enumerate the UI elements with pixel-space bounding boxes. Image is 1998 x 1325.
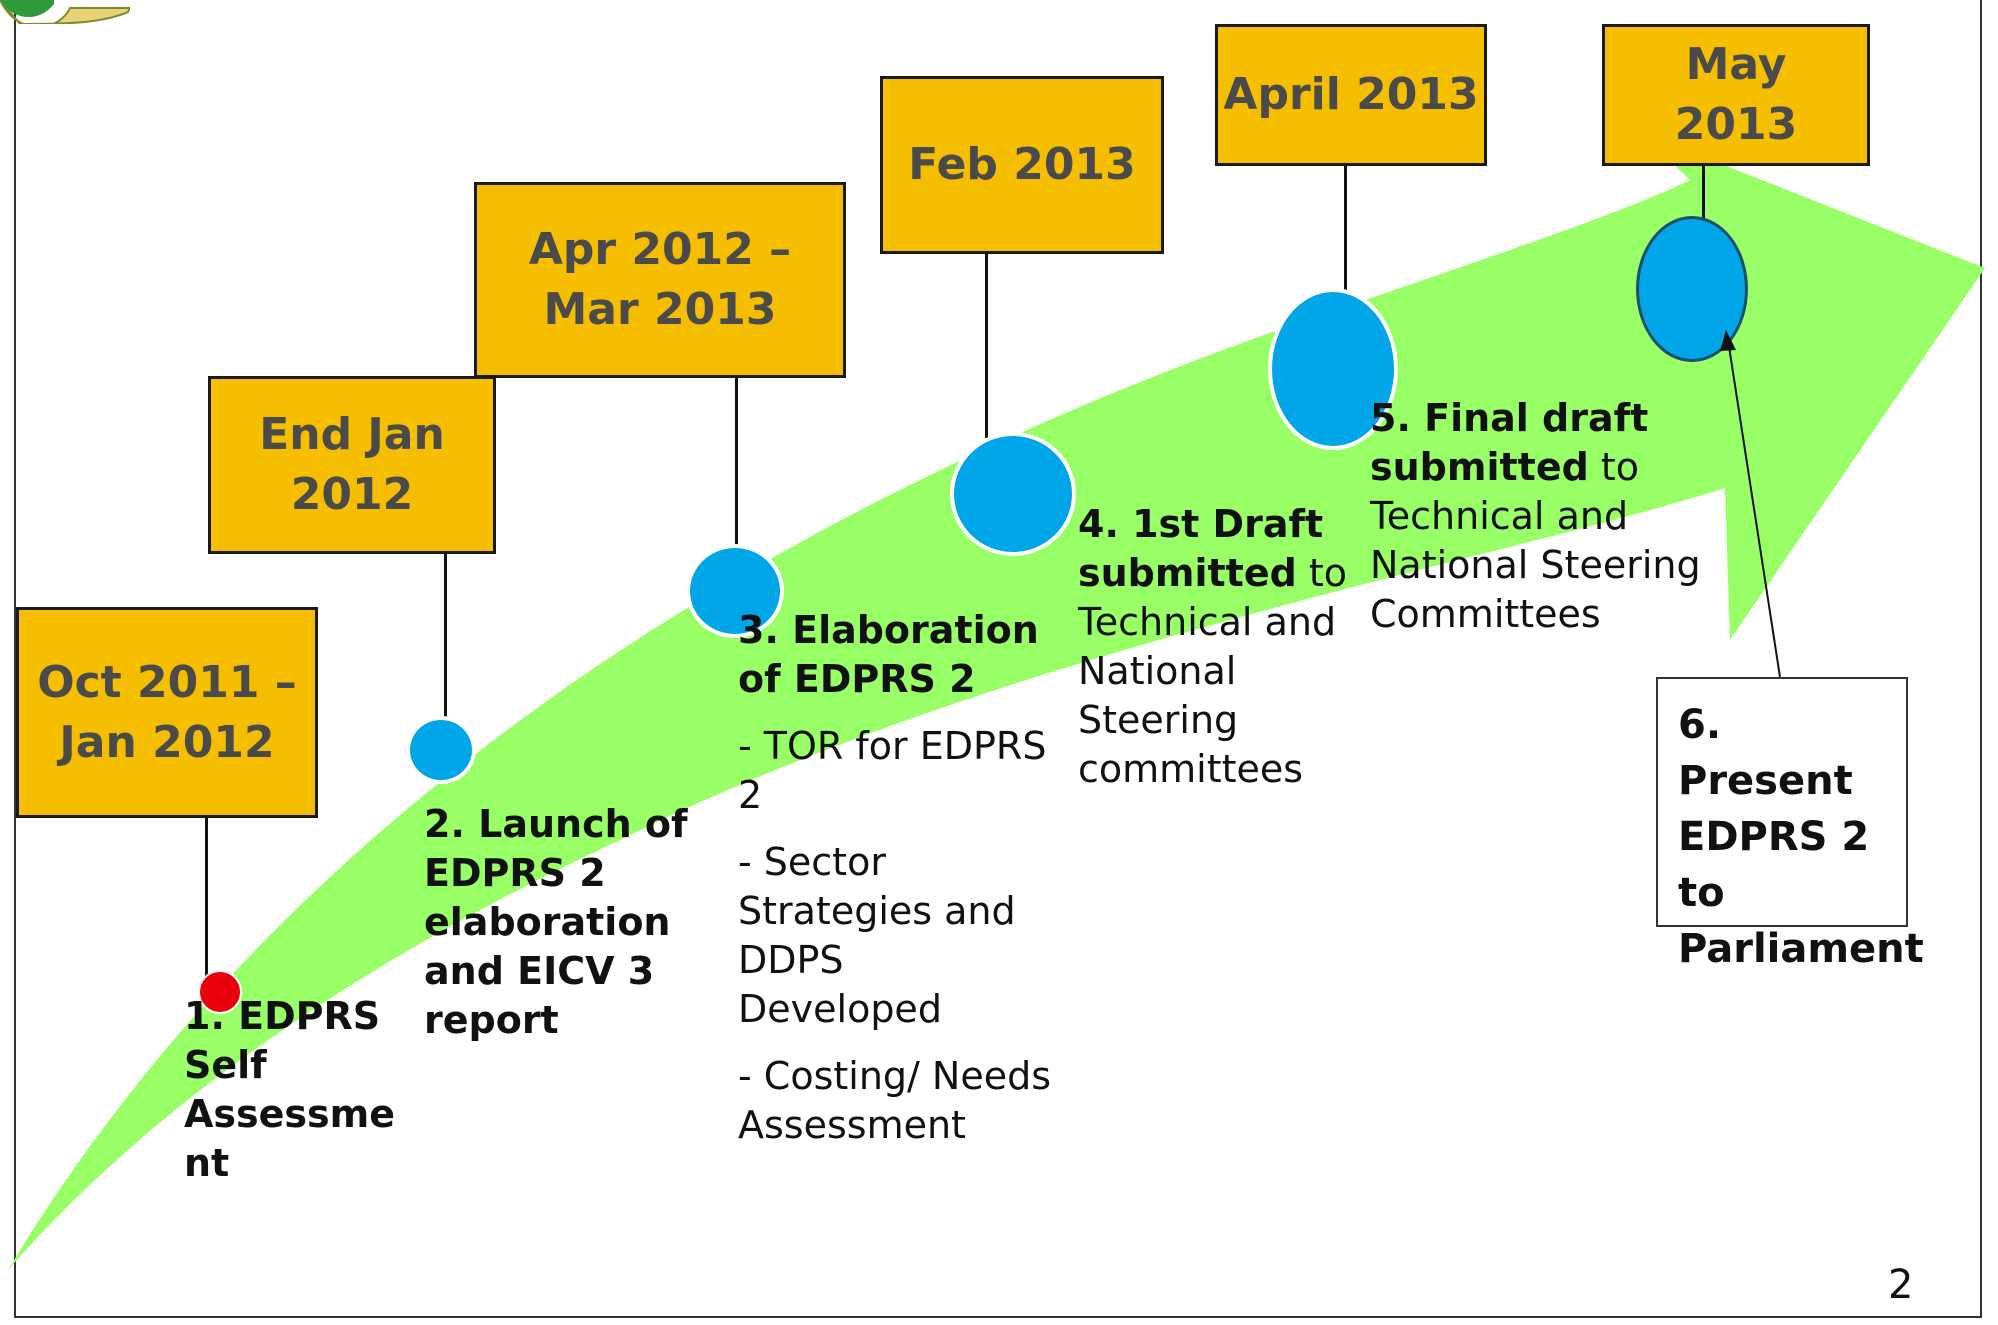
step-4-desc: to Technical and National Steering commi… [1078,551,1348,791]
milestone-2 [406,716,476,784]
step-1-title: 1. EDPRS Self Assessme nt [184,994,396,1185]
date-box-2: End Jan 2012 [208,376,496,554]
milestone-1 [198,970,242,1014]
connector-line-1 [205,815,208,995]
connector-line-2 [444,548,447,726]
step-3-item-2: - Sector Strategies and DDPS Developed [738,840,1016,1031]
milestone-5 [1268,288,1398,450]
date-box-4: Feb 2013 [880,76,1164,254]
step-2-label: 2. Launch of EDPRS 2 elaboration and EIC… [424,800,714,1045]
step-5-title: 5. Final draft submitted [1370,396,1649,489]
step-4-title: 4. 1st Draft submitted [1078,502,1324,595]
step-2-title: 2. Launch of EDPRS 2 elaboration and EIC… [424,802,688,1042]
step-6-title: 6. Present EDPRS 2 to Parliament [1678,702,1924,972]
date-box-3: Apr 2012 – Mar 2013 [474,182,846,378]
step-5-label: 5. Final draft submitted to Technical an… [1370,394,1710,639]
milestone-3 [686,544,784,638]
connector-line-4 [985,252,988,438]
date-box-1: Oct 2011 – Jan 2012 [16,607,318,818]
connector-line-3 [735,377,738,545]
step-4-label: 4. 1st Draft submitted to Technical and … [1078,500,1408,794]
page-number: 2 [1888,1262,1914,1308]
date-box-5: April 2013 [1215,24,1487,166]
step-3-label: 3. Elaboration of EDPRS 2 - TOR for EDPR… [738,606,1068,1150]
slide-frame [14,0,1982,1318]
step-1-label: 1. EDPRS Self Assessme nt [184,992,404,1188]
step-5-desc: to Technical and National Steering Commi… [1370,445,1701,636]
step-6-box: 6. Present EDPRS 2 to Parliament [1656,677,1924,972]
step-3-item-3: - Costing/ Needs Assessment [738,1054,1052,1147]
date-box-6: May 2013 [1602,24,1870,166]
logo-emblem [0,0,130,24]
connector-line-6 [1702,164,1705,218]
connector-line-5 [1344,164,1347,296]
milestone-4 [950,432,1076,556]
step-3-item-1: - TOR for EDPRS 2 [738,724,1047,817]
step-3-title: 3. Elaboration of EDPRS 2 [738,608,1039,701]
